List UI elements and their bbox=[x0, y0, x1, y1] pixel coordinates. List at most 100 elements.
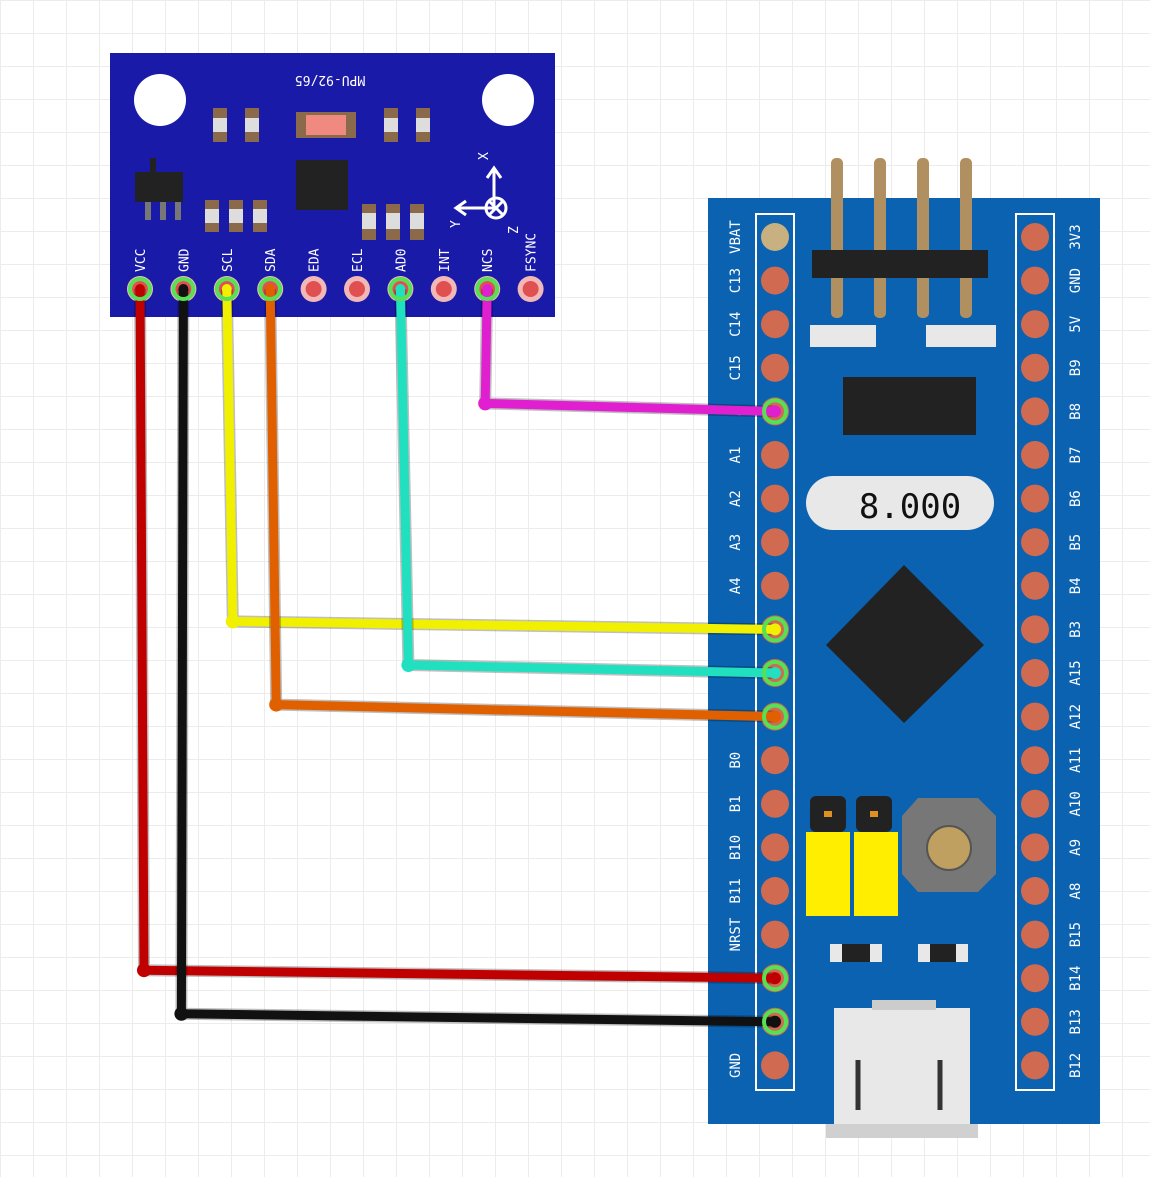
stm32-left-label-13: B1 bbox=[728, 795, 744, 812]
mpu-pin-hole-int bbox=[435, 281, 452, 297]
stm32-right-label-gnd: GND bbox=[1068, 268, 1084, 293]
stm32-right-pin-b3 bbox=[1021, 615, 1049, 644]
stm32-right-pin-b5 bbox=[1021, 528, 1049, 557]
stm32-right-label-b7: B7 bbox=[1068, 447, 1084, 464]
wire-end-stm32-gnd bbox=[762, 1008, 788, 1035]
wire-dot-mpu-ncs bbox=[482, 284, 493, 294]
stm32-left-label-7: A3 bbox=[728, 534, 744, 551]
wire-dot-mpu-vcc bbox=[135, 284, 145, 294]
stm32-right-pin-b14 bbox=[1021, 964, 1049, 993]
stm32-right-pin-a15 bbox=[1021, 659, 1049, 687]
wires bbox=[128, 277, 788, 1035]
wire-end-stm32-a5 bbox=[762, 616, 788, 643]
voltage-regulator bbox=[843, 377, 976, 435]
wire-bend-sda bbox=[269, 697, 284, 712]
stm32-right-pin-a8 bbox=[1021, 877, 1049, 905]
led-lens bbox=[306, 115, 346, 135]
smd-resistors bbox=[205, 108, 430, 240]
mpu-pin-label-eda: EDA bbox=[308, 248, 323, 272]
wire-end-mpu-gnd bbox=[171, 277, 196, 301]
smd-led-2 bbox=[926, 325, 996, 347]
stm32-left-label-3: C15 bbox=[728, 355, 744, 380]
stm32-right-pin-a12 bbox=[1021, 702, 1049, 731]
wire-end-mpu-sda bbox=[258, 277, 283, 301]
mpu-board: MPU-92/65 bbox=[110, 53, 555, 317]
wire-scl-to-a5 bbox=[222, 288, 776, 634]
mpu-pin-label-vcc: VCC bbox=[134, 249, 149, 272]
wire-end-mpu-vcc bbox=[128, 277, 152, 301]
stm32-left-label-8: A4 bbox=[728, 577, 744, 594]
stm32-right-label-b15: B15 bbox=[1068, 922, 1084, 947]
mpu-pin-hole-eda bbox=[305, 281, 322, 297]
stm32-left-pin-a3-7 bbox=[761, 528, 789, 557]
stm32-left-label-15: B11 bbox=[728, 878, 744, 903]
mpu-title: MPU-92/65 bbox=[295, 72, 365, 87]
stm32-right-label-b5: B5 bbox=[1068, 534, 1084, 551]
stm32-right-pin-b9 bbox=[1021, 353, 1049, 382]
stm32-right-label-3v3: 3V3 bbox=[1068, 224, 1084, 249]
stm32-right-label-a11: A11 bbox=[1068, 748, 1084, 773]
wire-dot-mpu-ad0 bbox=[395, 284, 406, 294]
axis-x-label: X bbox=[477, 152, 492, 160]
mpu-pin-label-int: INT bbox=[438, 248, 453, 272]
stm32-right-label-b6: B6 bbox=[1068, 490, 1084, 507]
wire-bend-ad0 bbox=[401, 658, 416, 672]
stm32-right-label-b9: B9 bbox=[1068, 359, 1084, 376]
mpu-pin-label-ad0: AD0 bbox=[394, 249, 409, 272]
wire-dot-mpu-sda bbox=[265, 284, 276, 294]
stm32-left-label-5: A1 bbox=[728, 447, 744, 464]
stm32-left-label-16: NRST bbox=[728, 917, 744, 951]
stm32-right-pin-gnd bbox=[1021, 266, 1049, 295]
axis-y-label: Y bbox=[449, 220, 464, 228]
axis-indicator bbox=[453, 165, 508, 220]
wire-bend-scl bbox=[225, 614, 240, 629]
wire-dot-stm32-a7 bbox=[769, 710, 781, 723]
mcu-chip bbox=[826, 565, 984, 723]
stm32-right-pin-b7 bbox=[1021, 441, 1049, 469]
imu-chip bbox=[296, 160, 348, 210]
wire-dot-stm32-a6 bbox=[769, 667, 781, 679]
stm32-left-label-0: VBAT bbox=[728, 220, 744, 254]
wire-end-mpu-ad0 bbox=[388, 277, 413, 301]
stm32-right-label-a12: A12 bbox=[1068, 704, 1084, 729]
stm32-right-pin-b6 bbox=[1021, 484, 1049, 513]
crystal-label: 8.000 bbox=[859, 487, 961, 527]
wire-end-mpu-scl bbox=[214, 277, 239, 301]
mounting-hole-right bbox=[482, 74, 534, 126]
stm32-right-label-a9: A9 bbox=[1068, 839, 1084, 856]
stm32-right-pin-a11 bbox=[1021, 746, 1049, 775]
wire-bend-gnd bbox=[174, 1006, 189, 1021]
stm32-left-pin-c13-1 bbox=[761, 266, 789, 295]
stm32-right-label-b14: B14 bbox=[1068, 966, 1084, 991]
stm32-left-pin-b10-14 bbox=[761, 833, 789, 862]
stm32-left-pin-a4-8 bbox=[761, 571, 789, 600]
stm32-left-label-2: C14 bbox=[728, 312, 744, 337]
mpu-pin-label-ecl: ECL bbox=[351, 248, 366, 272]
wire-end-stm32-a7 bbox=[762, 703, 788, 730]
wire-dot-stm32-3v3 bbox=[769, 972, 781, 985]
wire-dot-stm32-a0 bbox=[769, 405, 781, 418]
stm32-right-pin-b13 bbox=[1021, 1007, 1049, 1036]
mpu-pin-label-sda: SDA bbox=[264, 248, 279, 272]
stm32-right-pins bbox=[1021, 223, 1049, 1080]
boot-jumpers bbox=[806, 796, 898, 916]
wire-end-stm32-3v3 bbox=[762, 965, 788, 992]
stm32-left-pin-a2-6 bbox=[761, 484, 789, 513]
swd-header bbox=[812, 158, 988, 318]
stm32-right-label-a8: A8 bbox=[1068, 883, 1084, 900]
stm32-right-label-a10: A10 bbox=[1068, 791, 1084, 816]
wire-end-stm32-a0 bbox=[762, 398, 788, 425]
mpu-pin-hole-fsync bbox=[522, 281, 539, 297]
mpu-pin-hole-ecl bbox=[349, 281, 365, 297]
crystal bbox=[806, 476, 994, 530]
stm32-right-pin-a10 bbox=[1021, 789, 1049, 818]
wire-end-stm32-a6 bbox=[762, 660, 788, 686]
mounting-hole-left bbox=[134, 74, 186, 126]
stm32-left-label-19: GND bbox=[728, 1053, 744, 1078]
wire-shadow-sda bbox=[264, 288, 776, 723]
wire-dot-mpu-gnd bbox=[178, 284, 189, 294]
stm32-right-label-b12: B12 bbox=[1068, 1053, 1084, 1078]
stm32-left-label-12: B0 bbox=[728, 752, 744, 769]
stm32-right-pin-b12 bbox=[1021, 1051, 1049, 1080]
